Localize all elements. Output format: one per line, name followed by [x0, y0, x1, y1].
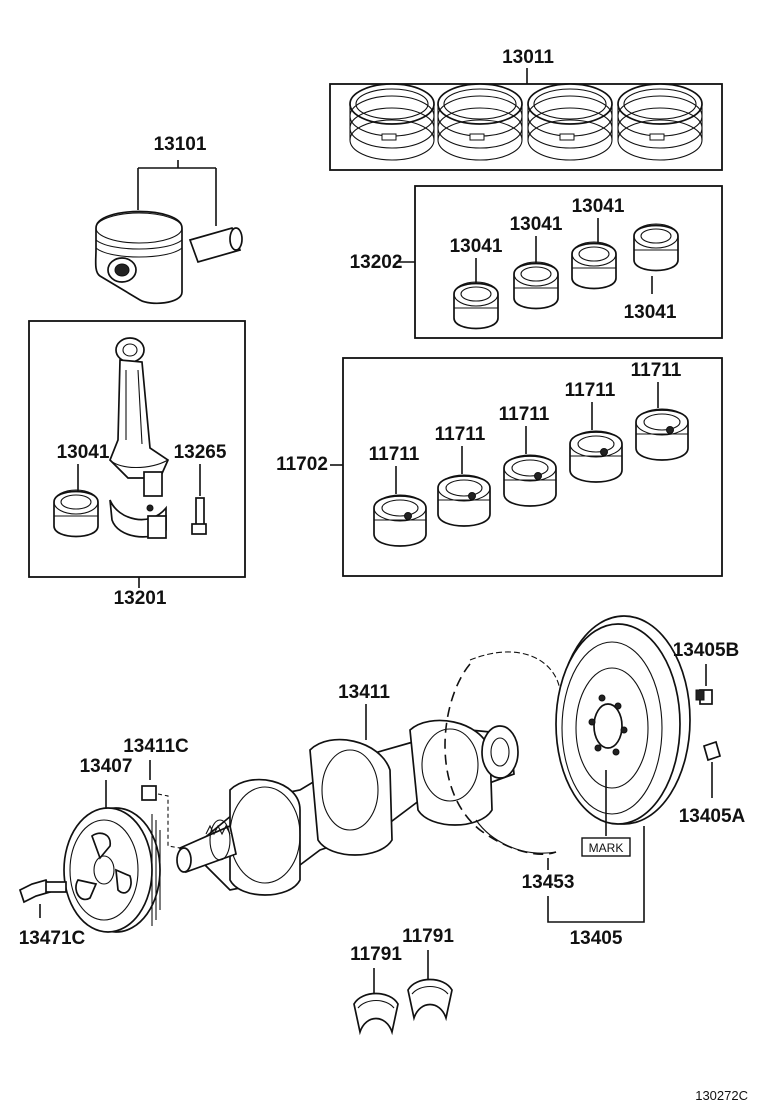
label-thrust-washer-a: 11791 — [350, 944, 402, 965]
rod-bearing-d[interactable] — [633, 223, 679, 272]
pulley-bolt[interactable]: 13471C — [19, 878, 86, 949]
ring-gear[interactable]: 13453 — [444, 651, 575, 893]
piston-ring-set-box — [329, 83, 723, 171]
label-flywheel-bolt: 13405B — [673, 640, 740, 661]
main-bearing-4[interactable] — [569, 430, 623, 483]
label-main-bearing-3: 11711 — [499, 404, 550, 425]
piston-ring-1 — [349, 83, 435, 161]
label-rod-bearing-c: 13041 — [572, 196, 625, 217]
label-rod-bolt: 13265 — [174, 442, 227, 463]
rod-bearing-b[interactable] — [513, 261, 559, 310]
piston-with-pin[interactable]: 13101 — [94, 134, 243, 305]
flywheel-bolt[interactable]: 13405B — [673, 640, 740, 705]
label-crankshaft-key: 13411C — [123, 736, 189, 757]
thrust-washer-a[interactable]: 11791 — [350, 944, 402, 1033]
label-rod-bearing-b: 13041 — [510, 214, 563, 235]
label-connecting-rod: 13201 — [114, 588, 167, 609]
connecting-rod-box — [28, 320, 246, 578]
label-main-bearing-2: 11711 — [435, 424, 486, 445]
piston — [94, 210, 183, 305]
mark-box — [581, 837, 631, 857]
thrust-washer-b[interactable]: 11791 — [402, 926, 454, 1019]
piston-ring-4 — [617, 83, 703, 161]
crank-pulley[interactable]: 13407 — [63, 756, 161, 933]
rod-bearing-c[interactable] — [571, 241, 617, 290]
crankshaft[interactable]: 13411 — [176, 682, 519, 896]
mark-label: MARK — [589, 841, 624, 855]
label-flywheel: 13405 — [570, 928, 623, 949]
label-crankshaft: 13411 — [338, 682, 390, 703]
main-bearing-2[interactable] — [437, 474, 491, 527]
label-piston: 13101 — [154, 134, 207, 155]
rod-cap — [109, 499, 167, 539]
flywheel-pin[interactable]: 13405A — [679, 740, 746, 827]
flywheel[interactable]: MARK 13405 — [547, 615, 691, 949]
main-bearing-set[interactable]: 11702 11711 11711 11711 11711 11711 — [276, 357, 723, 577]
main-bearing-3[interactable] — [503, 454, 557, 507]
main-bearing-1[interactable] — [373, 494, 427, 547]
label-thrust-washer-b: 11791 — [402, 926, 454, 947]
connecting-rod — [109, 337, 170, 497]
label-rod-bearing-in-rod: 13041 — [57, 442, 110, 463]
label-piston-ring-set: 13011 — [502, 47, 554, 68]
thrust-washer-b-part — [407, 978, 453, 1019]
label-main-bearing-1: 11711 — [369, 444, 420, 465]
piston-pin — [188, 226, 243, 264]
connecting-rod-assy[interactable]: 13201 13041 13265 — [28, 320, 246, 609]
label-main-bearing-set: 11702 — [276, 454, 328, 475]
label-rod-bearing-d: 13041 — [624, 302, 677, 323]
label-rod-bearing-a: 13041 — [450, 236, 503, 257]
label-crank-pulley: 13407 — [80, 756, 133, 777]
label-main-bearing-4: 11711 — [565, 380, 616, 401]
main-bearing-5[interactable] — [635, 408, 689, 461]
label-main-bearing-5: 11711 — [631, 360, 682, 381]
label-ring-gear: 13453 — [522, 872, 575, 893]
thrust-washer-a-part — [353, 992, 399, 1033]
piston-ring-set[interactable]: 13011 — [329, 47, 723, 171]
rod-bearing-set[interactable]: 13202 13041 13041 13041 13041 — [350, 185, 723, 339]
label-rod-bearing-set: 13202 — [350, 252, 403, 273]
rod-bolt[interactable] — [191, 497, 207, 535]
rod-bearing-in-rod[interactable] — [53, 489, 99, 538]
piston-ring-3 — [527, 83, 613, 161]
diagram-id: 130272C — [695, 1088, 748, 1103]
rod-bearing-a[interactable] — [453, 281, 499, 330]
label-flywheel-pin: 13405A — [679, 806, 746, 827]
main-bearing-set-box — [342, 357, 723, 577]
piston-ring-2 — [437, 83, 523, 161]
label-pulley-bolt: 13471C — [19, 928, 86, 949]
crankshaft-key[interactable]: 13411C — [123, 736, 189, 849]
